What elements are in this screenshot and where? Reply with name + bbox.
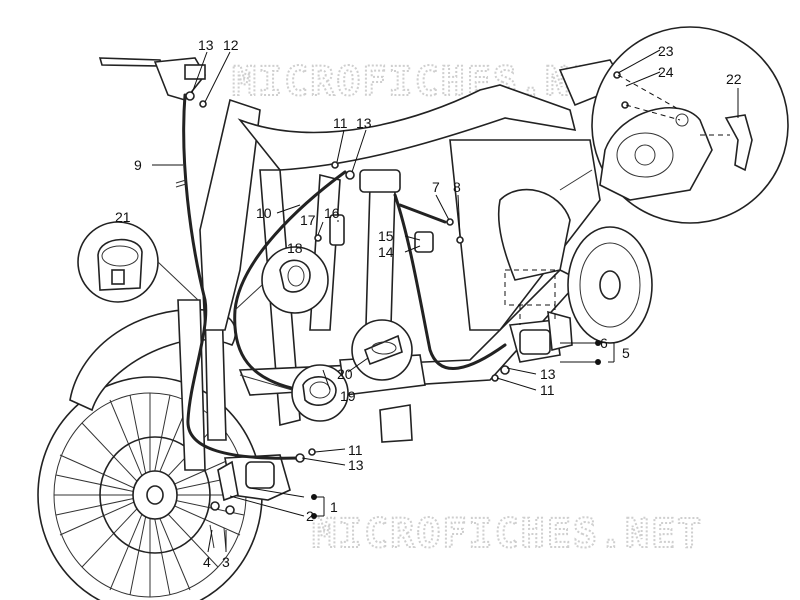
callout-16: 16 (324, 205, 340, 221)
callout-labels: 1 2 3 4 5 6 7 8 9 10 11 11 11 12 13 13 1… (115, 37, 742, 570)
front-brake-caliper (209, 454, 291, 551)
callout-14: 14 (378, 244, 394, 260)
front-fork (177, 299, 227, 471)
callout-17: 17 (300, 212, 316, 228)
watermark-top: MICROFICHES.NET (232, 59, 623, 105)
callout-11-rear: 11 (540, 382, 555, 398)
callout-13-rear: 13 (540, 366, 556, 382)
callout-20: 20 (337, 366, 353, 382)
rear-brake-disc (567, 226, 653, 344)
callout-13-handlebar: 13 (198, 37, 214, 53)
handlebar-and-master-cylinder (98, 57, 206, 101)
detail-circle-20 (351, 319, 413, 381)
rear-brake-caliper (504, 269, 573, 363)
callout-13-front: 13 (348, 457, 364, 473)
callout-5: 5 (622, 345, 630, 361)
scooter-frame (199, 59, 627, 443)
callout-1: 1 (330, 499, 338, 515)
callout-12: 12 (223, 37, 239, 53)
callout-6: 6 (600, 335, 608, 351)
callout-15: 15 (378, 228, 394, 244)
callout-7: 7 (432, 179, 440, 195)
leader-lines (152, 49, 739, 553)
callout-19: 19 (340, 388, 356, 404)
detail-circle-18 (234, 246, 329, 314)
callout-23: 23 (658, 43, 674, 59)
callout-3: 3 (222, 554, 230, 570)
watermark-bottom: MICROFICHES.NET (312, 511, 703, 557)
callout-8: 8 (453, 179, 461, 195)
callout-18: 18 (287, 240, 303, 256)
callout-4: 4 (203, 554, 211, 570)
detail-circle-22-24 (559, 26, 789, 224)
callout-11-front: 11 (348, 442, 363, 458)
callout-21: 21 (115, 209, 131, 225)
callout-2: 2 (306, 508, 314, 524)
callout-24: 24 (658, 64, 674, 80)
callout-22: 22 (726, 71, 742, 87)
callout-9: 9 (134, 157, 142, 173)
callout-13-top: 13 (356, 115, 372, 131)
callout-10: 10 (256, 205, 272, 221)
detail-circle-21 (77, 221, 199, 303)
callout-11-top: 11 (333, 115, 348, 131)
